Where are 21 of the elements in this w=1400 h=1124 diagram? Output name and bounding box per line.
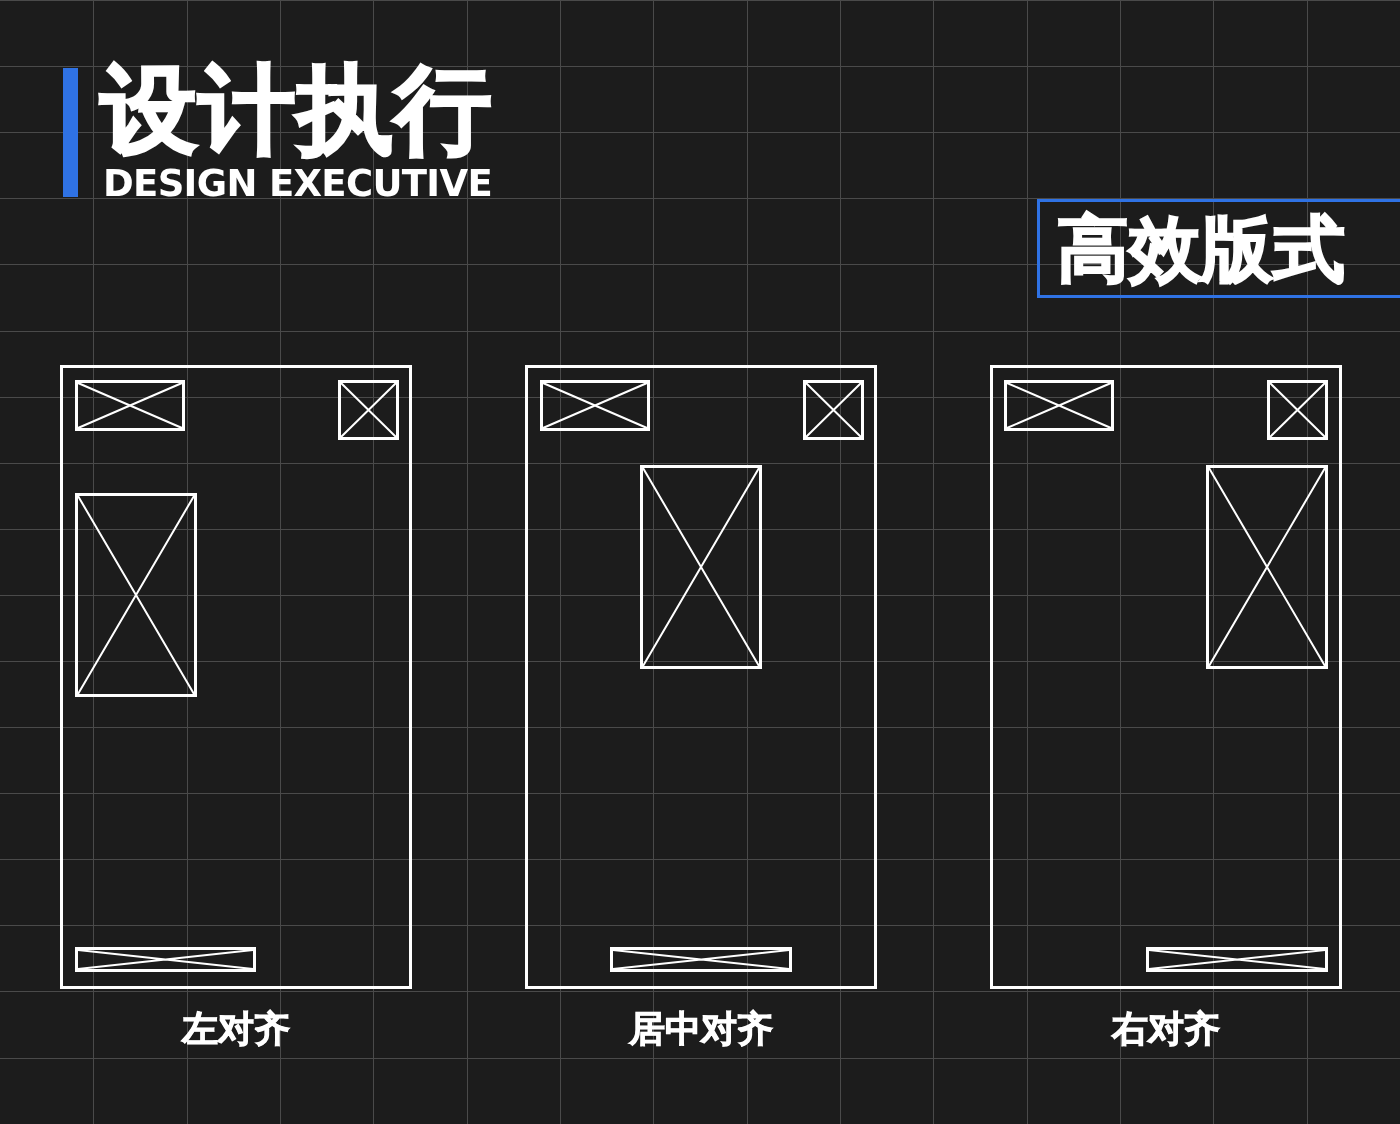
image-placeholder	[1146, 947, 1328, 972]
image-placeholder	[1206, 465, 1328, 669]
image-placeholder	[640, 465, 762, 669]
image-placeholder	[1004, 380, 1114, 431]
image-placeholder	[75, 947, 256, 972]
image-placeholder	[75, 493, 197, 697]
frame-label: 右对齐	[1112, 1011, 1220, 1047]
layout-frame	[990, 365, 1342, 989]
image-placeholder	[75, 380, 185, 431]
frame-label: 左对齐	[182, 1011, 290, 1047]
image-placeholder	[610, 947, 792, 972]
subtitle: DESIGN EXECUTIVE	[103, 165, 492, 202]
layout-frame	[525, 365, 877, 989]
image-placeholder	[540, 380, 650, 431]
image-placeholder	[1267, 380, 1328, 440]
title: 设计执行	[101, 62, 493, 158]
image-placeholder	[803, 380, 864, 440]
image-placeholder	[338, 380, 399, 440]
layout-frame	[60, 365, 412, 989]
frame-label: 居中对齐	[629, 1011, 773, 1047]
heading-box: 高效版式	[1037, 199, 1400, 298]
